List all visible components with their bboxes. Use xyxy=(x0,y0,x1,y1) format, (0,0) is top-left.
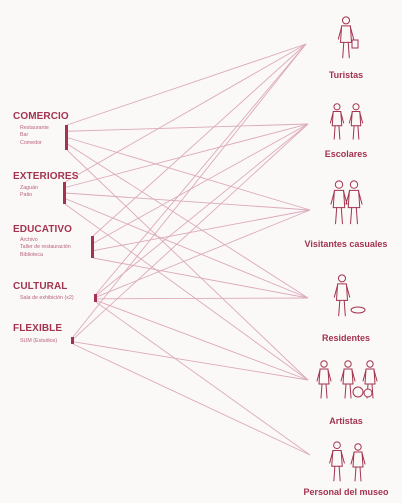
user-label-artistas: Artistas xyxy=(329,416,363,426)
category-title-comercio: COMERCIO xyxy=(13,111,69,122)
user-label-escolares: Escolares xyxy=(324,149,368,159)
category-item: Biblioteca xyxy=(20,251,43,258)
connection-line xyxy=(72,341,309,381)
tourist-figure-icon xyxy=(337,16,359,59)
connection-line xyxy=(95,299,309,381)
category-bar xyxy=(71,337,74,344)
user-label-visitantes-casuales: Visitantes casuales xyxy=(304,239,388,249)
connection-line xyxy=(66,123,309,132)
category-bar xyxy=(94,294,97,302)
connection-line xyxy=(72,123,309,340)
connection-line xyxy=(72,43,307,338)
category-item: Archivo xyxy=(20,237,38,243)
connection-line xyxy=(95,209,311,298)
category-item: Zaguán xyxy=(20,185,38,191)
museum-staff-figure-icon xyxy=(329,441,366,482)
category-title-flexible: FLEXIBLE xyxy=(13,323,63,334)
category-items-comercio: Restaurante Bar Comedor xyxy=(20,125,49,147)
connection-line xyxy=(92,257,309,299)
category-title-educativo: EDUCATIVO xyxy=(13,224,73,235)
user-label-residentes: Residentes xyxy=(321,333,371,343)
category-title-exteriores: EXTERIORES xyxy=(13,171,79,182)
user-label-personal-del-museo: Personal del museo xyxy=(303,487,389,497)
category-item: Patio xyxy=(20,192,33,199)
user-figures xyxy=(316,16,378,482)
connection-line xyxy=(72,343,311,456)
connection-line xyxy=(64,123,309,188)
connection-line xyxy=(95,43,307,295)
connection-line xyxy=(66,143,309,299)
connection-line xyxy=(95,301,311,456)
connection-line xyxy=(95,123,309,296)
connection-line xyxy=(64,43,307,183)
artists-figure-icon xyxy=(316,360,378,399)
connection-line xyxy=(92,209,311,252)
connection-lines xyxy=(64,43,311,456)
category-item: Comedor xyxy=(20,139,42,146)
category-title-cultural: CULTURAL xyxy=(13,281,68,292)
category-item: Bar xyxy=(20,132,29,139)
connection-line xyxy=(66,43,307,126)
category-bar xyxy=(91,236,94,258)
category-item: SUM (Estudios) xyxy=(20,338,58,344)
category-items-flexible: SUM (Estudios) xyxy=(20,338,57,345)
schoolchildren-figure-icon xyxy=(329,103,364,140)
connection-line xyxy=(95,297,309,300)
connection-line xyxy=(64,192,311,211)
category-items-cultural: Sala de exhibición (x2) xyxy=(20,295,74,302)
connection-line xyxy=(92,43,307,237)
connection-line xyxy=(66,149,309,381)
connection-line xyxy=(64,203,309,381)
user-label-turistas: Turistas xyxy=(328,70,364,80)
category-items-exteriores: Zaguán Patio xyxy=(20,185,38,200)
category-item: Restaurante xyxy=(20,125,49,131)
connection-line xyxy=(66,137,311,211)
connection-line xyxy=(92,123,309,244)
category-bar xyxy=(65,125,68,150)
connection-line xyxy=(64,198,309,299)
category-bar xyxy=(63,182,66,204)
category-bars xyxy=(63,125,97,344)
category-item: Sala de exhibición (x2) xyxy=(20,295,74,301)
casual-visitors-figure-icon xyxy=(330,180,363,225)
category-item: Taller de restauración xyxy=(20,244,71,251)
category-items-educativo: Archivo Taller de restauración Bibliotec… xyxy=(20,237,71,259)
residents-figure-icon xyxy=(333,274,366,317)
